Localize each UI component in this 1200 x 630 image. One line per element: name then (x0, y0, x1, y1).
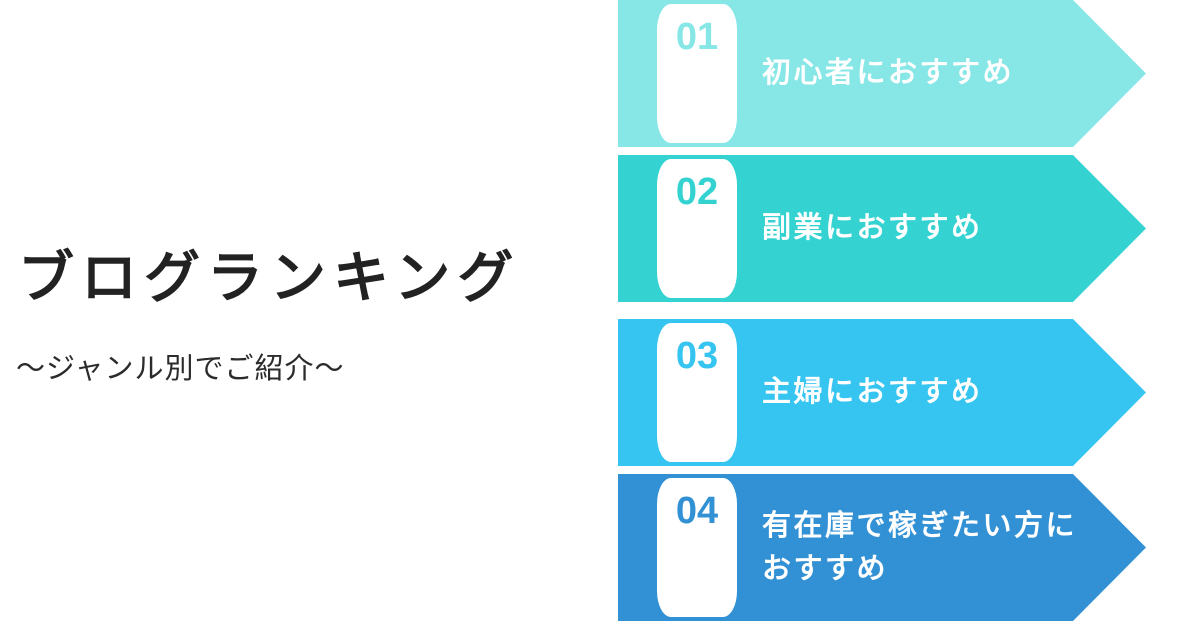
banner-label-01: 初心者におすすめ (762, 0, 1092, 147)
banner-label-line: おすすめ (762, 552, 889, 585)
ranking-banner-list: 01 初心者におすすめ 02 副業におすすめ 03 主婦におすすめ (618, 0, 1200, 630)
ranking-banner-01[interactable]: 01 初心者におすすめ (618, 0, 1146, 147)
page-title: ブログランキング (18, 246, 521, 309)
rank-number-01: 01 (675, 16, 719, 58)
ranking-banner-02[interactable]: 02 副業におすすめ (618, 155, 1146, 302)
page-subtitle: 〜ジャンル別でご紹介〜 (16, 353, 345, 385)
rank-badge-03: 03 (657, 323, 737, 462)
banner-label-line: 有在庫で稼ぎたい方に (762, 510, 1078, 543)
banner-label-04: 有在庫で稼ぎたい方に おすすめ (762, 474, 1092, 621)
rank-badge-02: 02 (657, 159, 737, 298)
banner-label-line: 初心者におすすめ (762, 57, 1015, 90)
rank-number-02: 02 (675, 171, 719, 213)
banner-label-02: 副業におすすめ (762, 155, 1092, 302)
rank-number-03: 03 (675, 335, 719, 377)
rank-number-04: 04 (675, 490, 719, 532)
rank-badge-04: 04 (657, 478, 737, 617)
rank-badge-01: 01 (657, 4, 737, 143)
banner-label-line: 主婦におすすめ (762, 376, 983, 409)
ranking-banner-03[interactable]: 03 主婦におすすめ (618, 319, 1146, 466)
banner-label-line: 副業におすすめ (762, 212, 983, 245)
ranking-banner-04[interactable]: 04 有在庫で稼ぎたい方に おすすめ (618, 474, 1146, 621)
banner-label-03: 主婦におすすめ (762, 319, 1092, 466)
title-block: ブログランキング 〜ジャンル別でご紹介〜 (16, 246, 521, 385)
